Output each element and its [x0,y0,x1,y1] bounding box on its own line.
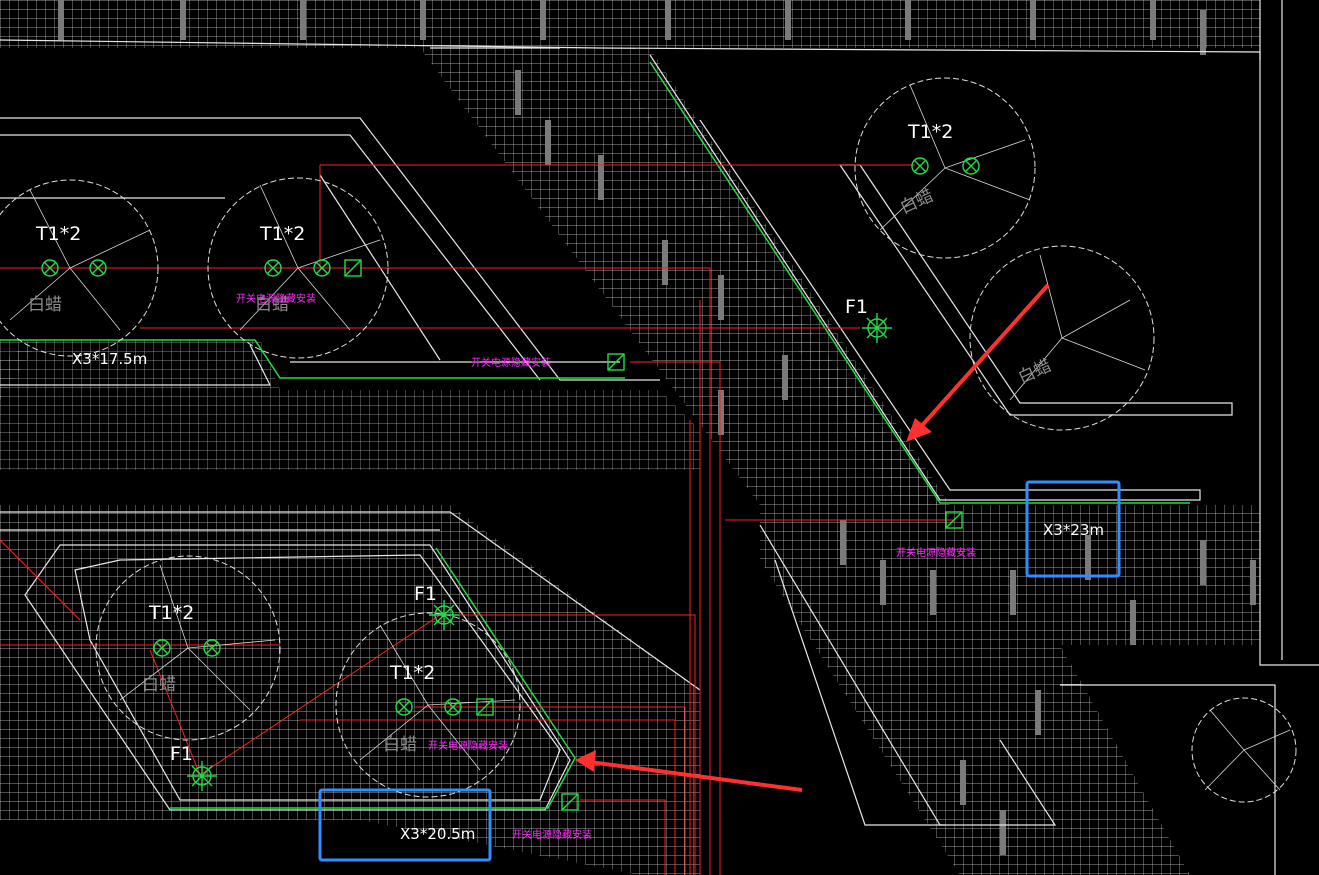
tree-spokes [9,84,1291,791]
lamp-icon [911,157,980,175]
flood-label: F1 [845,296,868,318]
lamp-icon [395,698,462,716]
highlight-box [318,788,492,862]
switch-box-icon [561,793,579,811]
green-edges [0,61,1190,809]
flood-symbols [187,313,892,791]
lamp-icon [153,639,221,657]
lamp-label: T1*2 [148,602,194,624]
highlight-boxes [318,480,1121,862]
lamp-label: T1*2 [389,662,435,684]
switch-box-icon [476,698,494,716]
switch-note: 开关电源隐藏安装 [512,828,592,841]
flood-light-icon [862,313,892,343]
lamp-symbols [41,157,980,716]
lamp-label: T1*2 [907,121,953,143]
flood-light-icon [187,761,217,791]
paving-tiles [0,0,1260,875]
lamp-icon [264,259,331,277]
tree-icon [95,555,281,741]
switch-note: 开关电源隐藏安装 [428,739,508,752]
tree-label: 白蜡 [255,295,289,315]
switch-box-icon [607,353,625,371]
highlight-box [1025,480,1121,578]
arrow-head-icon [906,418,932,442]
tree-icon [207,177,389,359]
tree-icon [1191,697,1297,803]
switch-note: 开关电源隐藏安装 [896,546,976,559]
lamp-label: T1*2 [35,223,81,245]
flood-label: F1 [170,743,193,765]
switch-box-icon [945,511,963,529]
tree-icon [0,179,159,357]
tree-label: 白蜡 [897,186,936,218]
switch-note: 开关电源隐藏安装 [471,356,551,369]
cable-label: X3*20.5m [400,825,475,843]
tree-icon [335,612,521,798]
cable-label: X3*23m [1043,521,1104,539]
tree-label: 白蜡 [383,735,417,755]
arrow-head-icon [575,750,596,772]
lamp-label: T1*2 [259,223,305,245]
switch-boxes [344,259,963,811]
tree-label: 白蜡 [28,295,62,315]
tree-icon [969,245,1155,431]
switch-box-icon [344,259,362,277]
flood-light-icon [429,600,459,630]
tree-label: 白蜡 [1015,356,1054,388]
labels: T1*2 T1*2 T1*2 T1*2 T1*2 F1 F1 F1 白蜡 白蜡 … [28,121,1104,843]
tree-symbols [0,77,1297,803]
lamp-icon [41,259,107,277]
switch-note: 开关电源隐藏安装 [236,292,316,305]
arrow-icon [589,760,803,792]
tree-icon [854,77,1036,259]
cable-label: X3*17.5m [72,350,147,368]
annotation-arrows [575,283,1050,792]
arrow-icon [916,283,1050,432]
paver-stripes [58,0,1256,855]
tree-label: 白蜡 [142,675,176,695]
wiring [0,164,955,875]
flood-label: F1 [414,583,437,605]
